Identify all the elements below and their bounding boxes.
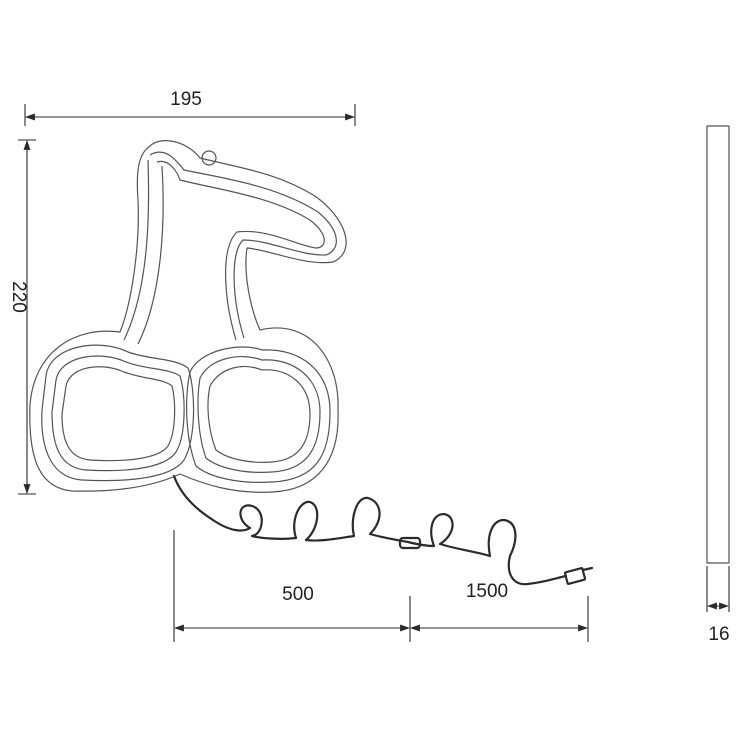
backing-outline (29, 140, 347, 493)
stem-outer (149, 151, 337, 339)
usb-plug (563, 566, 587, 586)
right-cherry-outer (186, 346, 331, 483)
left-cherry-inner (61, 366, 176, 462)
cable-length-1-label: 500 (282, 584, 314, 605)
width-label: 195 (170, 89, 202, 110)
power-cable (172, 474, 594, 586)
cable-line (172, 474, 568, 586)
height-dimension: 220 (8, 139, 36, 495)
usb-tip (581, 566, 594, 572)
width-dimension: 195 (24, 89, 356, 126)
left-cherry-outer (41, 344, 195, 482)
height-label: 220 (8, 281, 29, 313)
cable-dimensions: 500 1500 (173, 530, 589, 642)
cable-length-2-label: 1500 (466, 581, 508, 602)
right-cherry-mid (197, 356, 321, 473)
depth-label: 16 (708, 624, 729, 645)
cable-switch (398, 536, 422, 550)
left-stem (123, 159, 164, 345)
side-view: 16 (706, 125, 730, 645)
side-profile (706, 125, 730, 564)
cherry-neon-sign (29, 140, 347, 493)
left-cherry-mid (51, 355, 185, 472)
right-cherry-inner (207, 365, 311, 463)
stem-inner (156, 160, 325, 341)
hanging-loop (201, 150, 217, 166)
